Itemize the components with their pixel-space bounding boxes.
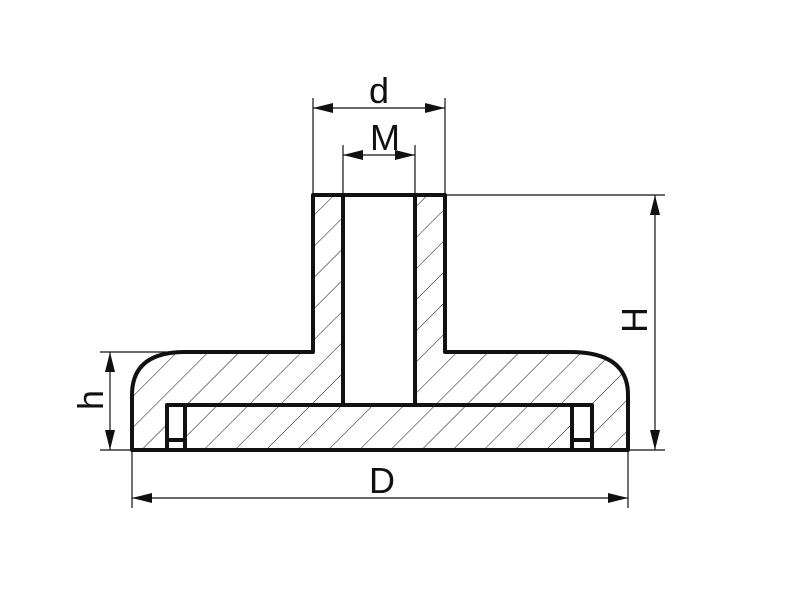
label-m: M — [370, 117, 400, 158]
section-hatching — [132, 195, 628, 450]
dimension-m — [342, 145, 416, 195]
label-h-height: H — [614, 307, 655, 333]
label-h-small: h — [70, 390, 111, 410]
label-d-diameter: D — [369, 460, 395, 501]
dimension-h-height — [445, 194, 665, 451]
dimension-h-small — [100, 351, 185, 451]
dimension-d — [312, 98, 446, 195]
magnet-insert — [165, 403, 594, 452]
label-d: d — [369, 70, 389, 111]
dimension-d-diameter — [131, 450, 629, 508]
